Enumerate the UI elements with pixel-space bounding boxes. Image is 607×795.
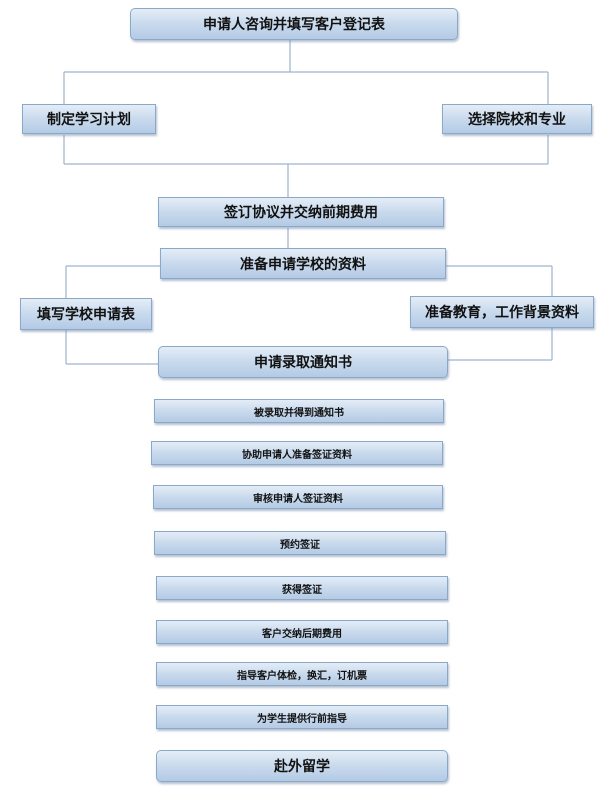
step-medical-exchange-ticket: 指导客户体检，换汇，订机票 — [156, 662, 448, 686]
step-visa-review: 审核申请人签证资料 — [153, 485, 443, 509]
step-study-plan: 制定学习计划 — [22, 104, 156, 134]
step-predeparture-guidance: 为学生提供行前指导 — [156, 705, 448, 729]
step-visa-appointment: 预约签证 — [154, 531, 446, 555]
step-apply-admission: 申请录取通知书 — [158, 346, 448, 378]
step-visa-prep-assist: 协助申请人准备签证资料 — [151, 441, 443, 465]
step-admitted: 被录取并得到通知书 — [154, 399, 444, 423]
step-visa-granted: 获得签证 — [156, 576, 448, 600]
step-study-abroad: 赴外留学 — [156, 750, 448, 782]
step-later-fees: 客户交纳后期费用 — [156, 620, 448, 644]
step-choose-school: 选择院校和专业 — [442, 104, 592, 134]
step-consult-register: 申请人咨询并填写客户登记表 — [130, 8, 458, 40]
step-fill-application: 填写学校申请表 — [20, 298, 152, 330]
step-sign-agreement: 签订协议并交纳前期费用 — [158, 197, 444, 227]
step-background-materials: 准备教育，工作背景资料 — [410, 296, 594, 328]
step-prepare-materials: 准备申请学校的资料 — [160, 248, 446, 279]
